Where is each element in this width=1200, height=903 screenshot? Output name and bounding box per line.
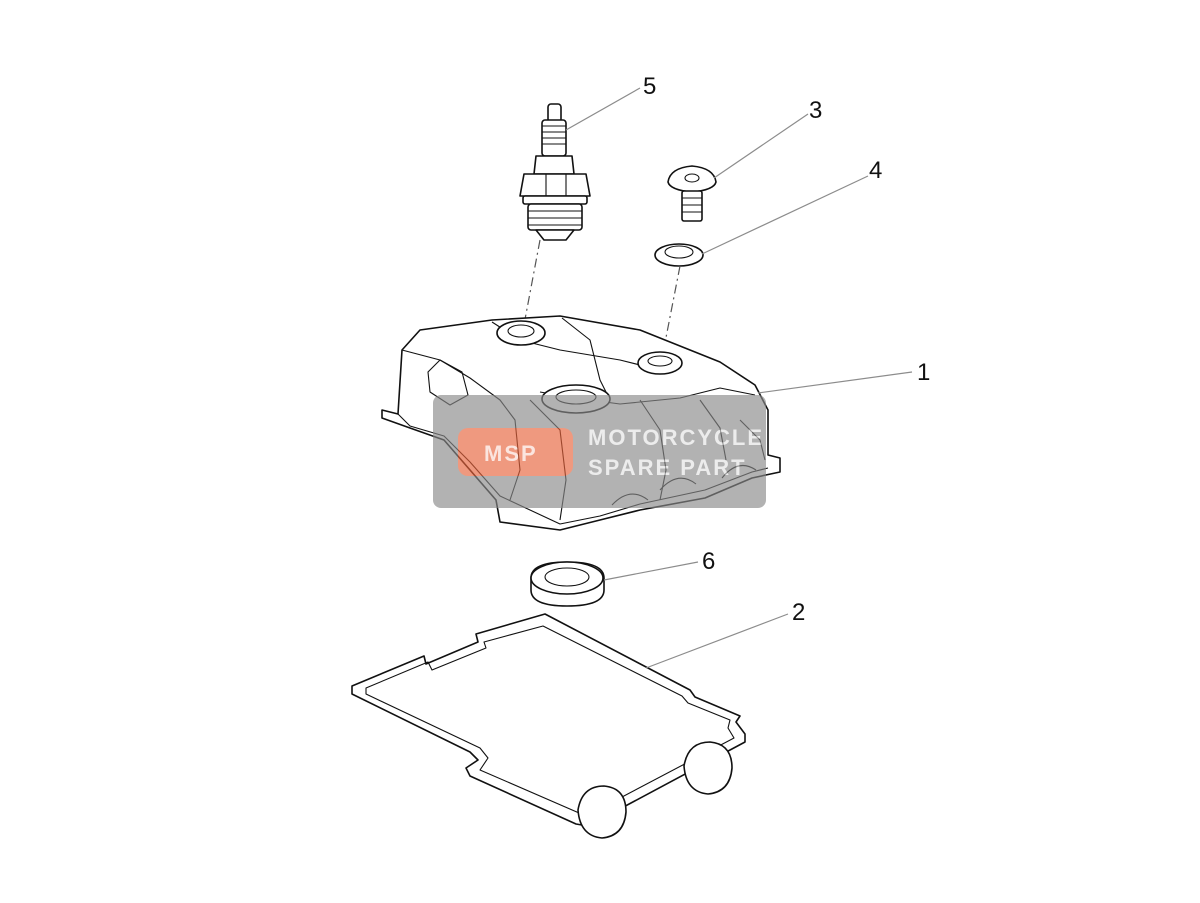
watermark-logo-text: MSP — [484, 441, 538, 466]
watermark-background — [433, 395, 766, 508]
callout-2: 2 — [792, 599, 805, 626]
spark-plug-axis — [522, 239, 541, 331]
cover-gasket — [351, 613, 746, 839]
watermark-line-1: MOTORCYCLE — [588, 425, 764, 450]
watermark-logo-badge — [458, 428, 573, 476]
callout-6: 6 — [702, 548, 715, 575]
leader-line-4 — [701, 175, 869, 255]
screw — [667, 165, 717, 222]
watermark: MSP MOTORCYCLE SPARE PART — [433, 395, 766, 508]
spark-plug — [519, 103, 591, 241]
seal-washer — [654, 243, 704, 267]
leader-line-3 — [713, 113, 809, 179]
oil-seal-ring — [530, 561, 605, 607]
leader-line-1 — [757, 371, 913, 394]
leader-line-2 — [645, 613, 789, 669]
leader-line-5 — [565, 87, 641, 131]
watermark-line-2: SPARE PART — [588, 455, 747, 480]
callout-5: 5 — [643, 73, 656, 100]
leader-line-6 — [603, 561, 699, 581]
callout-1: 1 — [917, 359, 930, 386]
callout-4: 4 — [869, 157, 882, 184]
callout-3: 3 — [809, 97, 822, 124]
